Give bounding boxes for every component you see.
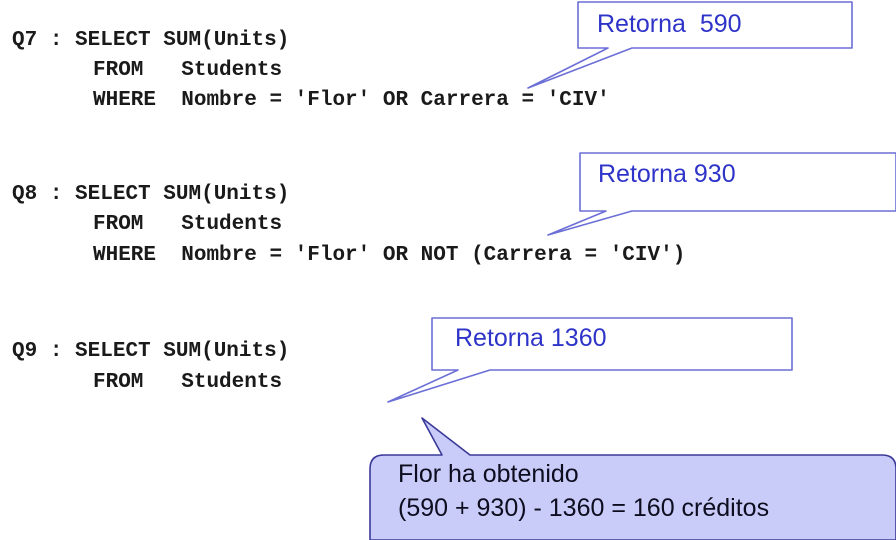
sql-keyword: SELECT [75,29,151,52]
q8-callout-text: Retorna 930 [598,160,736,188]
conclusion-line-2: (590 + 930) - 1360 = 160 créditos [398,494,770,522]
query-id: Q7 [12,29,38,52]
q9-code-line-1: Q9 : SELECT SUM(Units) [12,341,289,362]
q7-code-line-2: FROM Students [93,60,282,81]
q8-code-line-2: FROM Students [93,214,282,235]
sql-keyword: FROM [93,213,144,236]
query-id: Q8 [12,183,38,206]
sql-clause: Nombre = 'Flor' OR NOT (Carrera = 'CIV') [181,244,686,267]
sql-keyword: WHERE [93,244,157,267]
q8-code-line-1: Q8 : SELECT SUM(Units) [12,184,289,205]
conclusion-callout-bubble [369,417,896,540]
sql-keyword: WHERE [93,89,157,112]
q7-callout-bubble [527,1,853,89]
q9-code-line-2: FROM Students [93,372,282,393]
query-separator: : [49,340,63,363]
q7-callout-text: Retorna 590 [597,10,742,38]
conclusion-line-1: Flor ha obtenido [398,460,579,488]
sql-clause: Nombre = 'Flor' OR Carrera = 'CIV' [181,89,610,112]
sql-clause: SUM(Units) [163,183,290,206]
sql-clause: SUM(Units) [163,29,290,52]
sql-keyword: SELECT [75,183,151,206]
q7-code-line-3: WHERE Nombre = 'Flor' OR Carrera = 'CIV' [93,90,610,111]
q9-callout-bubble [387,317,793,403]
sql-clause: Students [181,371,283,394]
sql-keyword: FROM [93,59,144,82]
sql-clause: Students [181,59,283,82]
sql-clause: SUM(Units) [163,340,290,363]
q8-code-line-3: WHERE Nombre = 'Flor' OR NOT (Carrera = … [93,245,685,266]
q7-code-line-1: Q7 : SELECT SUM(Units) [12,30,289,51]
query-id: Q9 [12,340,38,363]
sql-keyword: SELECT [75,340,151,363]
sql-clause: Students [181,213,283,236]
query-separator: : [49,29,63,52]
q8-callout-bubble [547,152,896,236]
query-separator: : [49,183,63,206]
q9-callout-text: Retorna 1360 [455,324,607,352]
sql-keyword: FROM [93,371,144,394]
